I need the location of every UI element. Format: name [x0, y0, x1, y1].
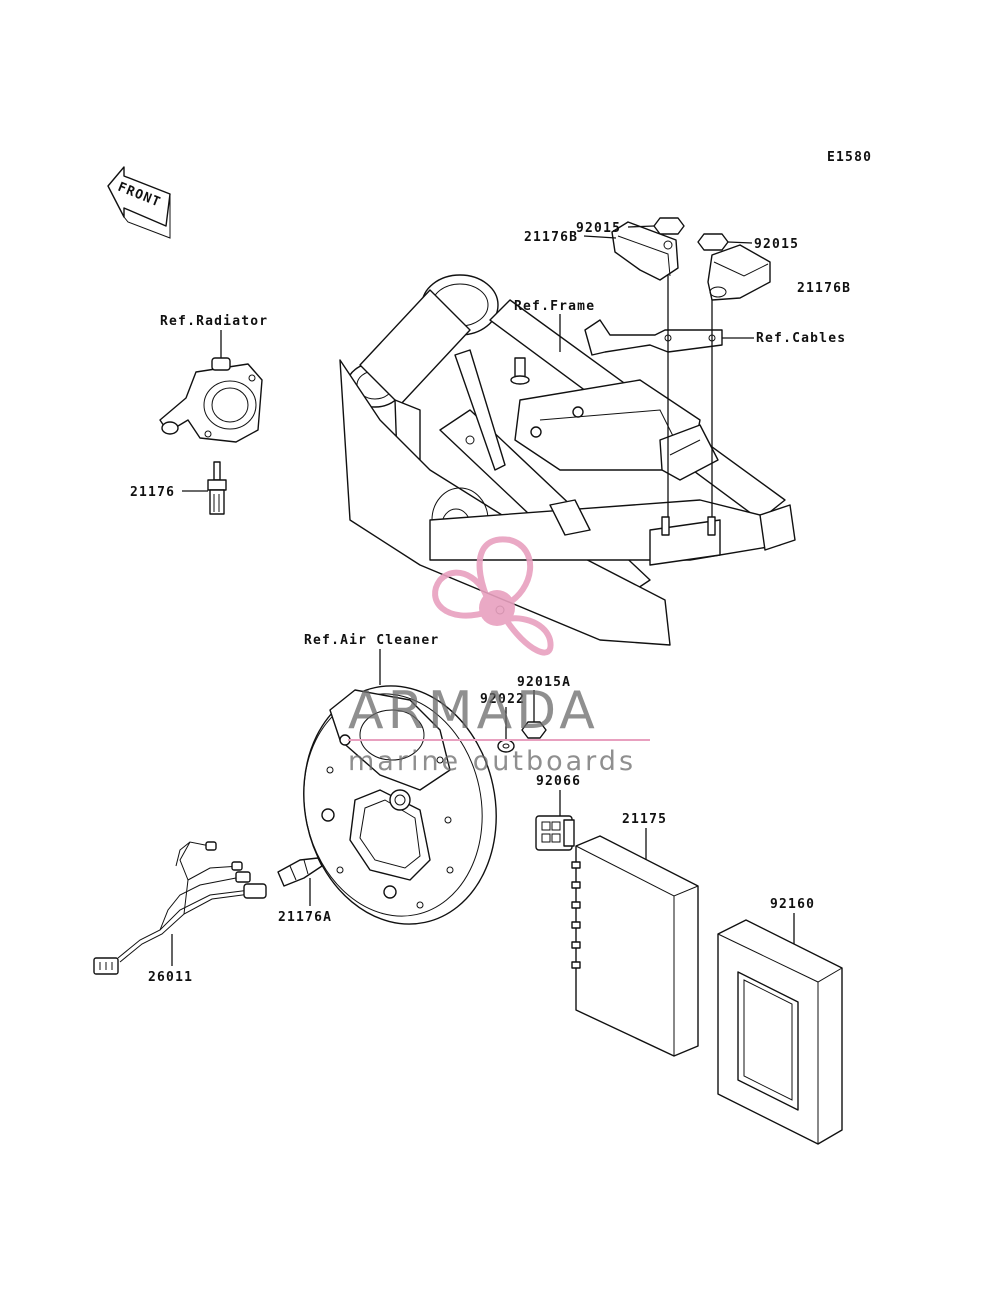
cover-92160 [717, 919, 843, 1145]
watermark-tagline: marine outboards [348, 746, 636, 777]
sensor-21176A [277, 857, 323, 887]
label-ref-radiator: Ref.Radiator [160, 314, 268, 329]
nut-92015-right [697, 233, 729, 251]
label-21176B-right: 21176B [797, 281, 851, 296]
sensor-21176B-right [707, 244, 771, 301]
label-92022: 92022 [480, 692, 525, 707]
watermark-brand: ARMADA [348, 681, 599, 741]
sensor-21176B-left [611, 221, 679, 281]
radiator-housing [159, 357, 263, 443]
armada-logo-icon [432, 536, 554, 656]
connector-92066 [535, 815, 575, 851]
label-21176B-left: 21176B [524, 230, 578, 245]
label-21176: 21176 [130, 485, 175, 500]
label-ref-air-cleaner: Ref.Air Cleaner [304, 633, 439, 648]
nut-92015-left [653, 217, 685, 235]
frame-drawing [339, 274, 796, 646]
sensor-21176 [207, 461, 227, 515]
wire-harness-26011 [93, 841, 267, 975]
label-21175: 21175 [622, 812, 667, 827]
front-arrow-icon: FRONT [107, 166, 171, 239]
cable-bracket [584, 319, 723, 356]
label-26011: 26011 [148, 970, 193, 985]
diagram-code: E1580 [827, 150, 872, 165]
washer-92022 [497, 739, 515, 753]
nut-92015A [521, 721, 547, 739]
label-92015A: 92015A [517, 675, 571, 690]
ecu-21175 [571, 835, 699, 1057]
label-92015-top: 92015 [576, 221, 621, 236]
label-21176A: 21176A [278, 910, 332, 925]
label-92015-right: 92015 [754, 237, 799, 252]
label-92160: 92160 [770, 897, 815, 912]
label-92066: 92066 [536, 774, 581, 789]
label-ref-cables: Ref.Cables [756, 331, 846, 346]
label-ref-frame: Ref.Frame [514, 299, 595, 314]
